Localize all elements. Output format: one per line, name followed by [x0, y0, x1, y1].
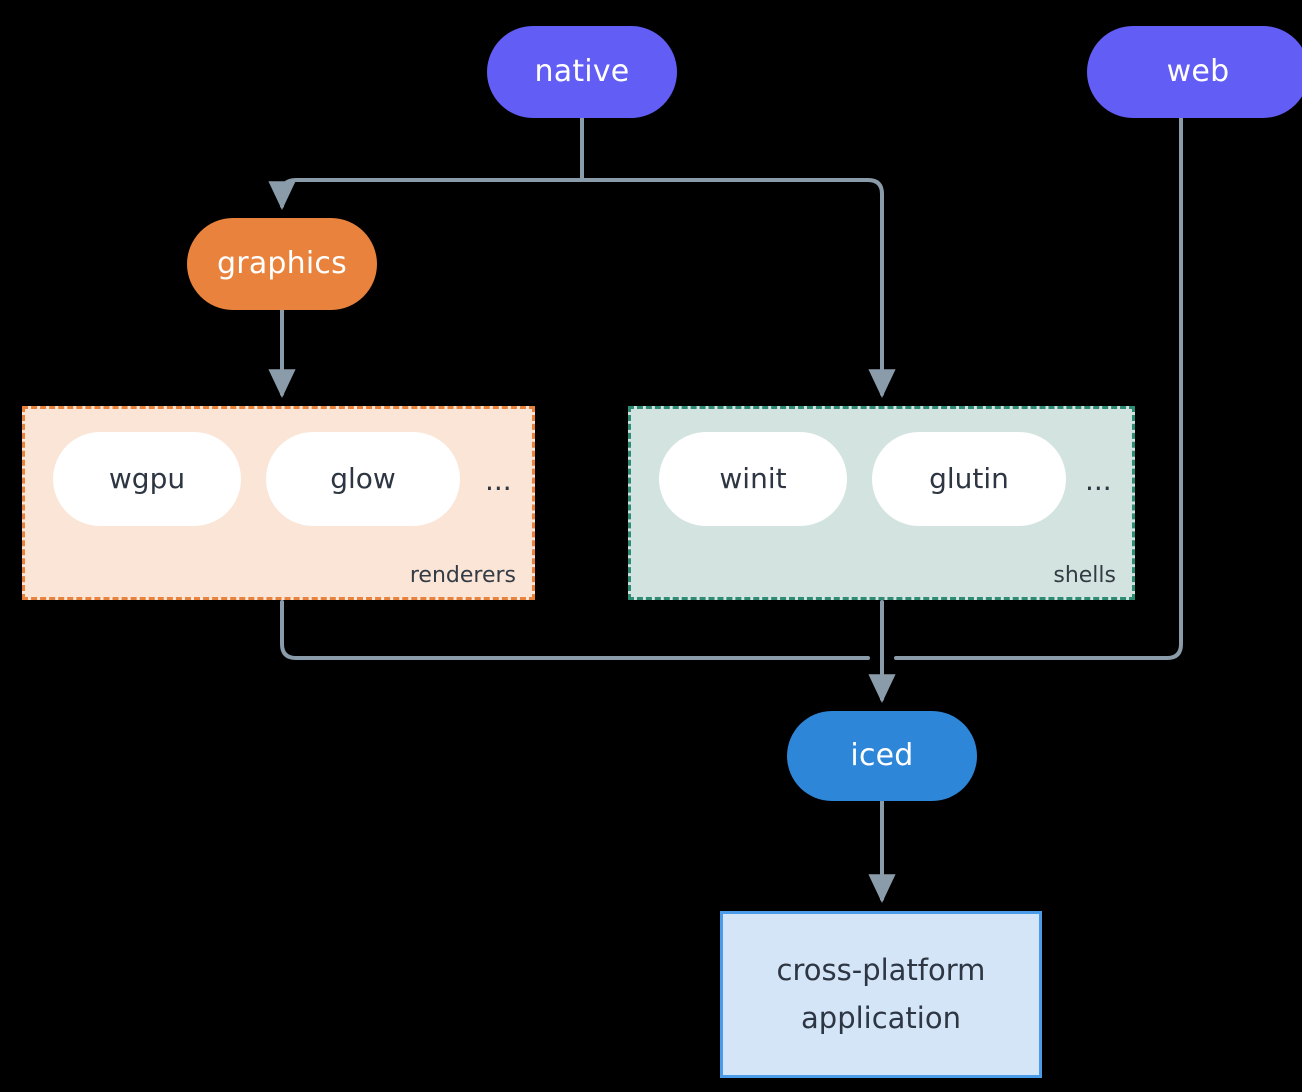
node-web[interactable]: web — [1087, 26, 1302, 118]
edge-native-to-graphics — [268, 178, 584, 211]
node-web-label: web — [1166, 54, 1230, 89]
node-graphics[interactable]: graphics — [187, 218, 377, 310]
node-iced-label: iced — [850, 738, 914, 773]
node-winit[interactable]: winit — [659, 432, 847, 526]
node-native[interactable]: native — [487, 26, 677, 118]
node-glow[interactable]: glow — [266, 432, 460, 526]
renderers-ellipsis: ... — [485, 464, 512, 497]
node-application-label-line1: cross-platform — [776, 952, 986, 987]
node-native-label: native — [534, 54, 630, 89]
edge-native-to-shells — [580, 178, 896, 399]
shells-ellipsis: ... — [1085, 464, 1112, 497]
group-renderers[interactable]: wgpu glow ... renderers — [22, 406, 535, 600]
node-application[interactable]: cross-platform application — [720, 911, 1042, 1078]
group-shells[interactable]: winit glutin ... shells — [628, 406, 1135, 600]
node-wgpu[interactable]: wgpu — [53, 432, 241, 526]
edge-renderers-to-iced — [280, 600, 870, 660]
node-graphics-label: graphics — [217, 246, 347, 281]
node-glutin[interactable]: glutin — [872, 432, 1066, 526]
node-winit-label: winit — [719, 462, 787, 495]
group-renderers-label: renderers — [409, 563, 516, 588]
node-wgpu-label: wgpu — [108, 462, 186, 495]
node-glutin-label: glutin — [929, 462, 1009, 495]
group-shells-label: shells — [1053, 563, 1116, 588]
node-iced[interactable]: iced — [787, 711, 977, 801]
node-application-label-line2: application — [801, 1000, 961, 1035]
node-glow-label: glow — [330, 462, 396, 495]
